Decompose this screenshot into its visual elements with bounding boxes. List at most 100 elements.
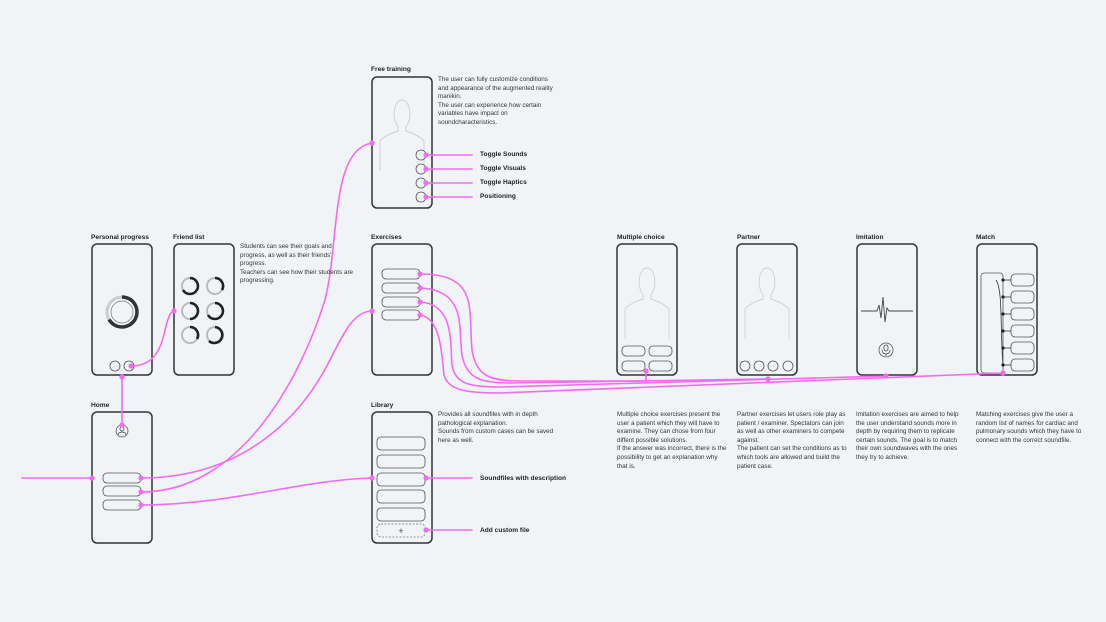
exercises-partner-dot	[417, 285, 423, 291]
multiple-choice-menu-button[interactable]	[381, 268, 421, 280]
exercises-entry-dot	[369, 308, 375, 314]
library-soundfile-item-4[interactable]	[376, 489, 426, 504]
library-soundfile-item-3[interactable]	[376, 472, 426, 487]
match-connection-node	[1001, 346, 1005, 350]
plus-icon: +	[398, 526, 403, 536]
soundfiles-with-description-label: Soundfiles with description	[480, 475, 567, 482]
partner-manikin-silhouette	[744, 267, 790, 339]
microphone-button[interactable]	[878, 342, 894, 358]
partner-title: Partner	[737, 234, 761, 241]
friends-tab-dot	[128, 363, 134, 369]
match-connection-node	[1001, 295, 1005, 299]
library-soundfile-item-5[interactable]	[376, 507, 426, 522]
add-custom-file-button[interactable]	[376, 523, 426, 538]
friend-ring-icon[interactable]	[189, 301, 200, 321]
match-soundfile-6[interactable]	[1010, 358, 1035, 372]
answer-option-2[interactable]	[648, 345, 673, 357]
progress-bottom-dot	[119, 374, 125, 380]
toggle-sounds-label: Toggle Sounds	[480, 151, 528, 158]
home-library-dot	[138, 502, 144, 508]
free-training-option-dot-1	[423, 152, 429, 158]
free-training-option-dot-2	[423, 166, 429, 172]
match-connection-node	[1001, 363, 1005, 367]
match-connection-node	[1001, 278, 1005, 282]
match-entry-dot	[1000, 370, 1006, 376]
home-free-training-dot	[138, 489, 144, 495]
friend-list-dot	[171, 308, 177, 314]
microphone-icon	[883, 344, 889, 352]
exercises-screen	[371, 243, 433, 376]
friend-ring-icon[interactable]	[208, 325, 224, 345]
entry-dot	[89, 475, 95, 481]
connectors-layer	[21, 140, 1006, 533]
user-icon-body	[117, 431, 127, 436]
answer-option-4[interactable]	[648, 360, 673, 372]
free-training-screen	[371, 76, 433, 209]
match-connection-curve	[995, 279, 1004, 366]
multiple-choice-description: Multiple choice exercises present the us…	[617, 411, 727, 470]
partner-tool-button-2[interactable]	[753, 360, 765, 372]
home-exercises-connector	[140, 310, 373, 479]
partner-menu-button[interactable]	[381, 282, 421, 294]
exercises-match-dot	[417, 312, 423, 318]
library-soundfiles-dot	[423, 475, 429, 481]
friend-ring-icon[interactable]	[214, 276, 225, 291]
partner-tool-button-4[interactable]	[782, 360, 794, 372]
positioning-label: Positioning	[480, 193, 516, 200]
home-library-button[interactable]	[102, 499, 142, 511]
partner-entry-dot	[765, 376, 771, 382]
free-training-entry-dot	[369, 140, 375, 146]
friend-ring-icon[interactable]	[206, 301, 225, 321]
answer-option-1[interactable]	[621, 345, 646, 357]
library-entry-dot	[369, 475, 375, 481]
match-soundfile-5[interactable]	[1010, 341, 1035, 355]
home-title: Home	[91, 402, 110, 409]
match-description: Matching exercises give the user a rando…	[976, 411, 1082, 444]
friend-ring-icon[interactable]	[189, 325, 200, 340]
partner-tool-button-3[interactable]	[767, 360, 779, 372]
microphone-stand	[881, 349, 891, 356]
match-title: Match	[976, 234, 996, 241]
screens-layer: +	[91, 76, 1038, 544]
library-description: Provides all soundfiles with in depth pa…	[438, 411, 554, 444]
waveform-icon	[861, 296, 913, 323]
home-free-training-button[interactable]	[102, 485, 142, 497]
partner-tool-button-1[interactable]	[739, 360, 751, 372]
library-add-file-dot	[423, 527, 429, 533]
free-training-option-dot-3	[423, 180, 429, 186]
partner-description: Partner exercises let users role play as…	[737, 411, 847, 470]
match-soundfile-1[interactable]	[1010, 273, 1035, 287]
exercises-partner-connector	[419, 287, 769, 384]
match-soundfile-3[interactable]	[1010, 307, 1035, 321]
progress-friends-connector	[130, 310, 175, 367]
library-title: Library	[371, 402, 394, 409]
home-library-connector	[140, 477, 373, 506]
home-exercises-button[interactable]	[102, 472, 142, 484]
toggle-haptics-label: Toggle Haptics	[480, 179, 527, 186]
friend-ring-icon[interactable]	[181, 276, 200, 296]
home-free-training-connector	[140, 142, 373, 493]
match-menu-button[interactable]	[381, 309, 421, 321]
match-soundfile-2[interactable]	[1010, 290, 1035, 304]
free-training-manikin-silhouette	[379, 99, 425, 171]
imitation-menu-button[interactable]	[381, 296, 421, 308]
free-training-description: The user can fully customize conditions …	[438, 76, 553, 126]
imitation-entry-dot	[883, 373, 889, 379]
exercises-match-connector	[419, 314, 1004, 394]
multiple-choice-entry-dot	[643, 368, 649, 374]
imitation-title: Imitation	[856, 234, 884, 241]
partner-screen	[736, 243, 798, 376]
exercises-imitation-dot	[417, 299, 423, 305]
match-name-column	[980, 272, 1004, 374]
add-custom-file-label: Add custom file	[480, 527, 530, 534]
answer-option-3[interactable]	[621, 360, 646, 372]
free-training-option-dot-4	[423, 194, 429, 200]
home-profile-dot	[119, 422, 125, 428]
library-soundfile-item-2[interactable]	[376, 454, 426, 469]
library-soundfile-item-1[interactable]	[376, 436, 426, 451]
match-soundfile-4[interactable]	[1010, 324, 1035, 338]
progress-tab-button[interactable]	[109, 360, 121, 372]
personal-progress-title: Personal progress	[91, 234, 149, 241]
exercises-multiple-choice-connector	[419, 273, 647, 382]
